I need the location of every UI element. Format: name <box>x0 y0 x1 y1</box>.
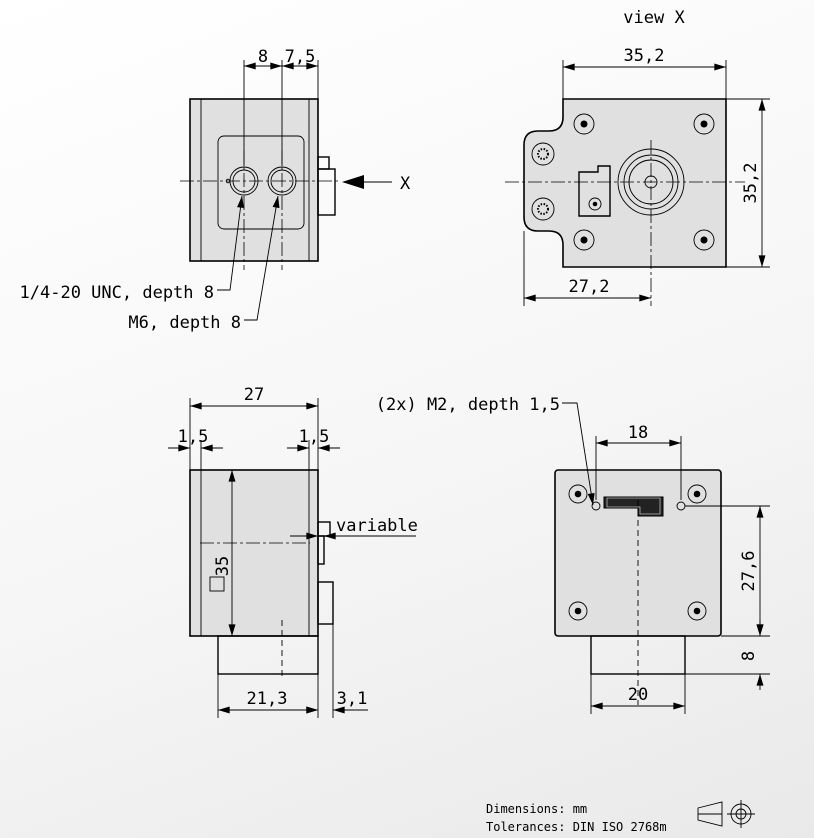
drawing-footer: Dimensions: mm Tolerances: DIN ISO 2768m <box>486 800 755 834</box>
view-direction-label: X <box>400 174 411 194</box>
side-view: 27 1,5 1,5 variable 35 21,3 3,1 <box>168 385 418 718</box>
dim-variable: variable <box>336 516 418 536</box>
dim-square: 35 <box>213 556 233 576</box>
dim-view-x-height: 35,2 <box>741 163 761 204</box>
dim-back-height: 27,6 <box>739 551 759 592</box>
thread-label-unc: 1/4-20 UNC, depth 8 <box>20 283 214 303</box>
dim-foot-height: 8 <box>739 651 759 661</box>
side-view-tripod: 8 7,5 X 1/4-20 UNC, depth 8 M6, depth 8 <box>20 47 411 333</box>
dim-view-x-width: 35,2 <box>624 46 665 66</box>
mount-holes-label: (2x) M2, depth 1,5 <box>376 395 560 415</box>
view-x: view X 35,2 <box>505 8 770 306</box>
dim-foot-width: 20 <box>628 685 648 705</box>
thread-label-m6: M6, depth 8 <box>128 313 241 333</box>
dim-protrusion: 3,1 <box>337 689 368 709</box>
dim-wall-right: 1,5 <box>299 427 330 447</box>
back-view: 18 (2x) M2, depth 1,5 27,6 8 20 <box>376 395 770 714</box>
dim-view-x-offset: 27,2 <box>569 277 610 297</box>
tolerance-note: Tolerances: DIN ISO 2768m <box>486 820 667 834</box>
screw-hole-icon <box>573 113 715 251</box>
dim-wall-left: 1,5 <box>178 427 209 447</box>
first-angle-projection-icon <box>697 800 755 828</box>
screw-hole-icon <box>568 484 707 621</box>
view-x-title: view X <box>623 8 685 28</box>
dim-length: 27 <box>244 385 264 405</box>
units-note: Dimensions: mm <box>486 802 587 816</box>
sprocket-hole-icon <box>531 142 555 221</box>
dim-hole-spacing-a: 8 <box>258 47 268 67</box>
dim-foot: 21,3 <box>247 689 288 709</box>
dim-hole-spacing-b: 7,5 <box>285 47 316 67</box>
dim-hole-spacing: 18 <box>628 423 648 443</box>
